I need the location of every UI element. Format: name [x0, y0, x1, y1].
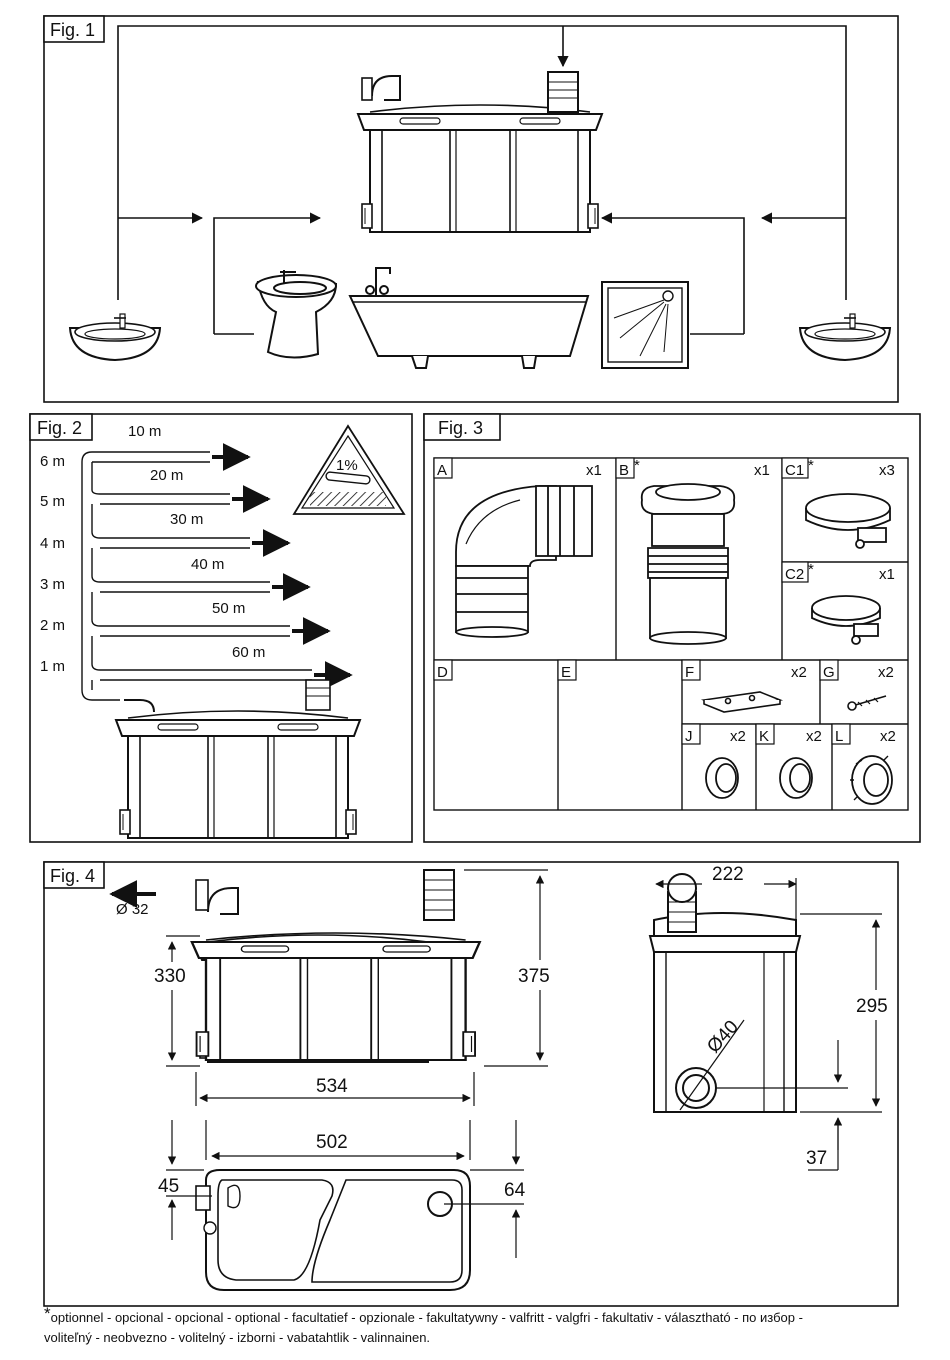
fig4-side-dims	[655, 878, 882, 1171]
dim-64: 64	[504, 1180, 526, 1201]
fig2-pump	[115, 679, 361, 839]
part-star: *	[634, 457, 640, 474]
fig2-frame: Fig. 2	[29, 413, 413, 843]
part-qty: x1	[879, 566, 895, 583]
dim-502: 502	[316, 1132, 348, 1153]
part-letter: A	[437, 462, 447, 479]
outlet-diameter: Ø 32	[116, 901, 149, 918]
height-label: 1 m	[40, 658, 65, 675]
part-qty: x3	[879, 462, 895, 479]
part-letter: J	[685, 728, 693, 745]
dim-330: 330	[154, 966, 186, 987]
dim-295: 295	[856, 996, 888, 1017]
part-letter: C2	[785, 566, 804, 583]
dim-37: 37	[806, 1148, 827, 1169]
fig4-front-dim-labels: Ø 32 330 375 534	[116, 901, 550, 1097]
part-letter: D	[437, 664, 448, 681]
part-qty: x2	[730, 728, 746, 745]
fig4-top-dims	[166, 1120, 524, 1258]
fig3-grid	[433, 457, 909, 811]
length-label: 20 m	[150, 467, 183, 484]
dim-534: 534	[316, 1076, 348, 1097]
part-b-connector	[640, 483, 736, 645]
length-label: 10 m	[128, 423, 161, 440]
dim-222: 222	[712, 864, 744, 885]
fig2-pipe-runs	[81, 451, 312, 701]
fig4-top-dim-labels: 502 45 64	[158, 1132, 526, 1201]
part-letter: E	[561, 664, 571, 681]
fig2-length-labels: 10 m 20 m 30 m 40 m 50 m 60 m	[128, 423, 265, 661]
fig1-washbasin-right	[799, 313, 891, 361]
footnote: *optionnel - opcional - opcional - optio…	[44, 1305, 924, 1348]
fig1-pipes	[117, 25, 847, 335]
part-qty: x2	[791, 664, 807, 681]
fig3-letter-boxes	[433, 457, 851, 745]
part-a-elbow	[455, 485, 593, 638]
part-qty: x1	[586, 462, 602, 479]
fig1-bidet	[255, 270, 338, 359]
height-label: 6 m	[40, 453, 65, 470]
footnote-line-1: optionnel - opcional - opcional - option…	[50, 1310, 803, 1325]
fig1-frame: Fig. 1	[43, 15, 899, 403]
fig1-bathtub	[348, 267, 590, 369]
fig2-flow-arrows	[212, 443, 353, 689]
part-letter: C1	[785, 462, 804, 479]
fig1-shower-tray	[601, 281, 689, 369]
height-label: 4 m	[40, 535, 65, 552]
part-l-nut	[850, 755, 893, 805]
height-label: 3 m	[40, 576, 65, 593]
height-label: 5 m	[40, 493, 65, 510]
fig1-pump	[357, 71, 603, 233]
fig1-label: Fig. 1	[50, 20, 95, 40]
fig3-label: Fig. 3	[438, 418, 483, 438]
length-label: 40 m	[191, 556, 224, 573]
length-label: 50 m	[212, 600, 245, 617]
part-letter: G	[823, 664, 835, 681]
slope-label: 1%	[336, 457, 358, 474]
fig3-part-labels: A x1 B * x1 C1 * x3 C2 * x1 D E F x2 G x…	[437, 457, 896, 745]
fig2-label: Fig. 2	[37, 418, 82, 438]
dim-375: 375	[518, 966, 550, 987]
fig3-frame: Fig. 3	[423, 413, 921, 843]
fig2-height-labels: 6 m 5 m 4 m 3 m 2 m 1 m	[40, 453, 65, 675]
length-label: 60 m	[232, 644, 265, 661]
part-letter: B	[619, 462, 629, 479]
dim-45: 45	[158, 1176, 179, 1197]
fig4-front-dims	[109, 869, 548, 1106]
footnote-star: *	[44, 1304, 51, 1323]
part-qty: x2	[806, 728, 822, 745]
height-label: 2 m	[40, 617, 65, 634]
fig1-washbasin-left	[69, 313, 161, 361]
fig4-front-pump	[190, 869, 481, 1063]
part-c2-clamp	[811, 595, 881, 645]
part-letter: L	[835, 728, 843, 745]
part-j-ring	[705, 757, 739, 799]
part-star: *	[808, 561, 814, 578]
part-qty: x2	[880, 728, 896, 745]
fig4-side-pump	[648, 873, 802, 1113]
fig4-frame: Fig. 4	[43, 861, 899, 1307]
footnote-line-2: voliteľný - neobvezno - volitelný - izbo…	[44, 1330, 431, 1345]
part-qty: x2	[878, 664, 894, 681]
part-letter: F	[685, 664, 694, 681]
part-f-plate	[700, 691, 784, 713]
part-star: *	[808, 457, 814, 474]
fig2-slope-sign: 1%	[292, 424, 406, 515]
part-letter: K	[759, 728, 769, 745]
fig4-label: Fig. 4	[50, 866, 95, 886]
part-g-screw	[847, 695, 887, 711]
fig4-top-view	[195, 1169, 471, 1291]
part-k-ring	[779, 757, 813, 799]
length-label: 30 m	[170, 511, 203, 528]
part-c1-clamp	[805, 493, 891, 549]
part-qty: x1	[754, 462, 770, 479]
